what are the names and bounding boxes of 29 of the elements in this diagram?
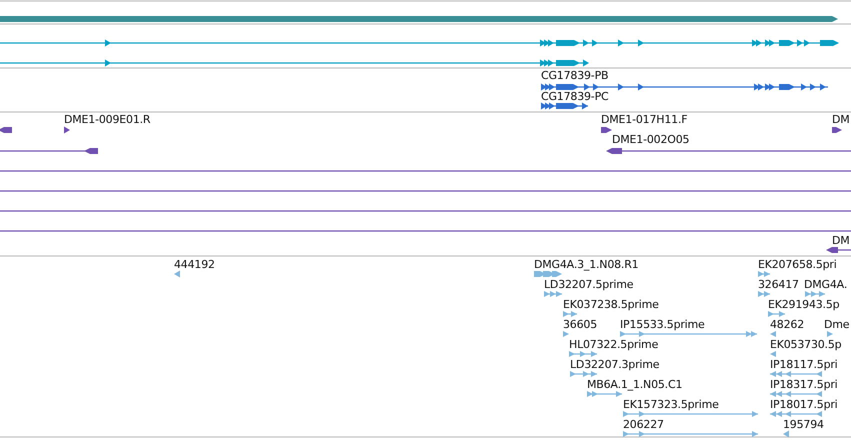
feature-label: 326417 (758, 278, 799, 291)
feature-label: MB6A.1_1.N05.C1 (587, 378, 682, 391)
feature-label: EK291943.5p (768, 298, 840, 311)
feature-label: DM (832, 234, 850, 247)
feature-label: DMG4A. (804, 278, 848, 291)
feature-label: LD32207.5prime (544, 278, 634, 291)
feature-label: IP15533.5prime (620, 318, 705, 331)
feature-label: DM (832, 113, 850, 126)
feature-label: DME1-009E01.R (64, 113, 150, 126)
feature-label: DME1-017H11.F (601, 113, 688, 126)
feature-label: CG17839-PB (541, 69, 608, 82)
feature-label: 48262 (770, 318, 804, 331)
feature-label: EK157323.5prime (623, 398, 719, 411)
feature-label: EK207658.5pri (758, 258, 837, 271)
feature-label: IP18017.5pri (770, 398, 838, 411)
feature-label: EK037238.5prime (563, 298, 659, 311)
feature-label: CG17839-PC (541, 90, 608, 103)
feature-label: 206227 (623, 418, 664, 431)
feature-label: Dme (824, 318, 850, 331)
feature-label: LD32207.3prime (570, 358, 660, 371)
feature-label: IP18117.5pri (770, 358, 838, 371)
feature-label: DMG4A.3_1.N08.R1 (534, 258, 638, 271)
feature-label: EK053730.5p (770, 338, 842, 351)
feature-label: 36605 (563, 318, 597, 331)
feature-label: 195794 (783, 418, 824, 431)
feature-label: DME1-002O05 (612, 133, 690, 146)
feature-label: 444192 (174, 258, 215, 271)
feature-label: IP18317.5pri (770, 378, 838, 391)
feature-label: HL07322.5prime (569, 338, 658, 351)
